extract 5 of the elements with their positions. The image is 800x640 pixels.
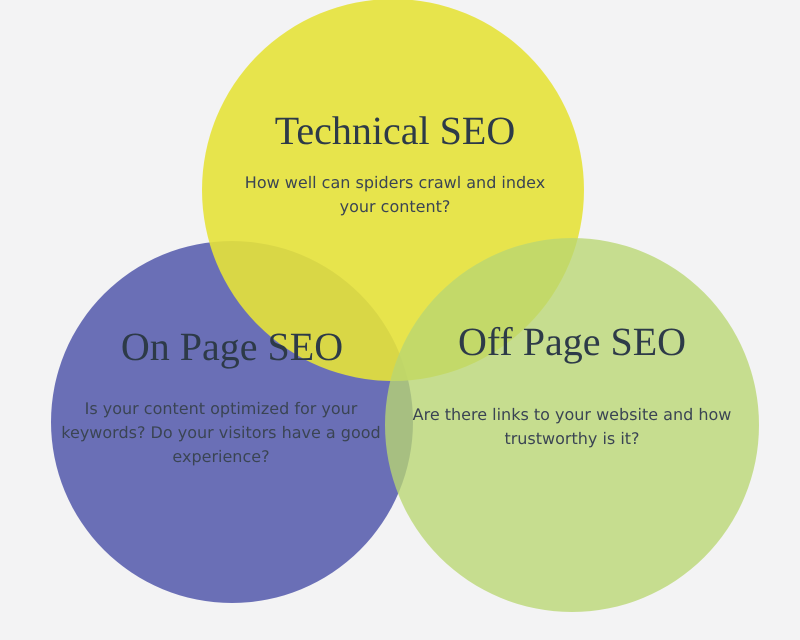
circle-title: Technical SEO	[274, 107, 516, 154]
circle-title: Off Page SEO	[456, 318, 688, 365]
circle-description: Are there links to your website and how trustworthy is it?	[412, 404, 732, 450]
circle-description: How well can spiders crawl and index your content?	[244, 172, 546, 218]
circle-description: Is your content optimized for your keywords? Do your visitors have a good experience?	[60, 398, 382, 468]
